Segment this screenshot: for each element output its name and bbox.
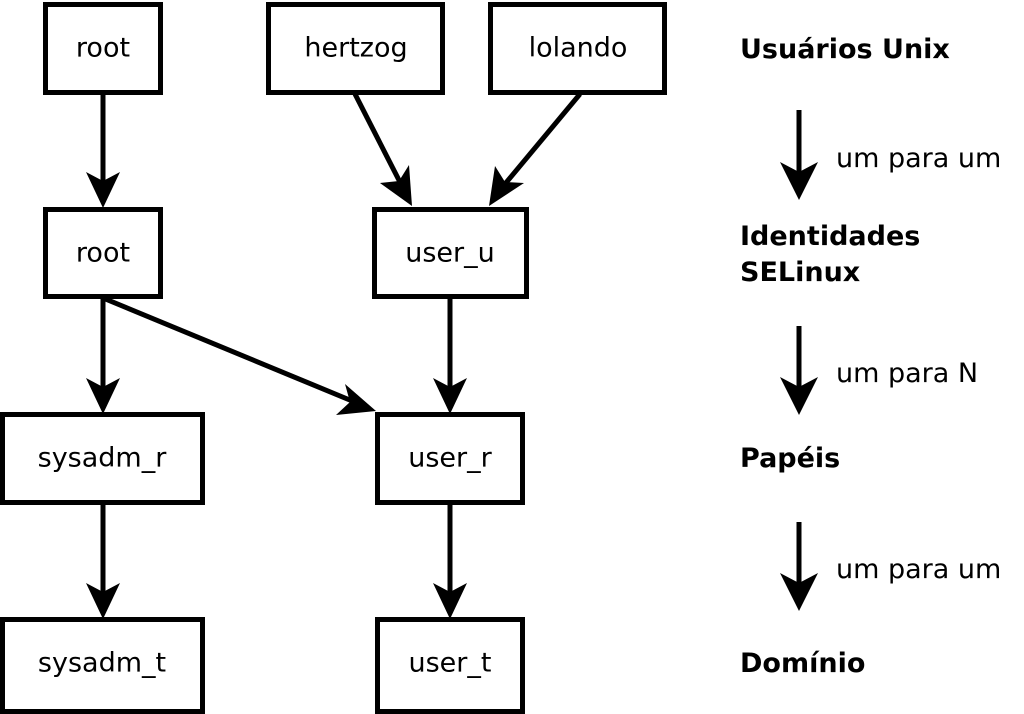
legend-title-domains: Domínio (740, 648, 865, 679)
legend-title-unix-users: Usuários Unix (740, 34, 950, 65)
node-label: sysadm_t (38, 648, 166, 679)
node-role-user-r[interactable]: user_r (375, 412, 525, 505)
node-selinux-root[interactable]: root (43, 207, 163, 299)
edge-hertzog-to-user-u (352, 92, 412, 206)
node-domain-user-t[interactable]: user_t (375, 617, 525, 714)
legend-arrow-identities-to-roles (780, 326, 818, 415)
legend-title-selinux-identities-line1: Identidades (740, 221, 920, 252)
legend-title-roles: Papéis (740, 443, 840, 474)
legend-label-um-para-um-2: um para um (836, 554, 1001, 585)
node-label: root (76, 33, 130, 64)
edge-sysadm-r-to-sysadm-t (86, 503, 120, 619)
node-domain-sysadm-t[interactable]: sysadm_t (0, 617, 205, 714)
node-label: hertzog (304, 33, 407, 64)
node-label: user_u (405, 238, 495, 269)
legend-label-um-para-um-1: um para um (836, 143, 1001, 174)
legend-arrow-users-to-identities (780, 110, 818, 200)
edge-selinux-root-to-user-r (102, 295, 376, 415)
legend-arrow-roles-to-domains (780, 522, 818, 611)
node-unix-root[interactable]: root (43, 2, 163, 95)
legend-label-um-para-n: um para N (836, 358, 978, 389)
legend-title-selinux-identities-line2: SELinux (740, 257, 860, 288)
node-label: root (76, 238, 130, 269)
node-role-sysadm-r[interactable]: sysadm_r (0, 412, 205, 505)
edge-lolando-to-user-u (489, 92, 582, 206)
node-label: user_r (408, 443, 492, 474)
node-label: sysadm_r (38, 443, 168, 474)
edge-user-u-to-user-r (433, 297, 467, 414)
node-label: lolando (529, 33, 628, 64)
node-unix-lolando[interactable]: lolando (488, 2, 667, 95)
edge-selinux-root-to-sysadm-r (86, 298, 120, 414)
edge-unix-root-to-selinux-root (86, 93, 120, 208)
node-label: user_t (409, 648, 492, 679)
node-selinux-user-u[interactable]: user_u (372, 207, 529, 299)
edge-user-r-to-user-t (433, 505, 467, 619)
node-unix-hertzog[interactable]: hertzog (266, 2, 445, 95)
